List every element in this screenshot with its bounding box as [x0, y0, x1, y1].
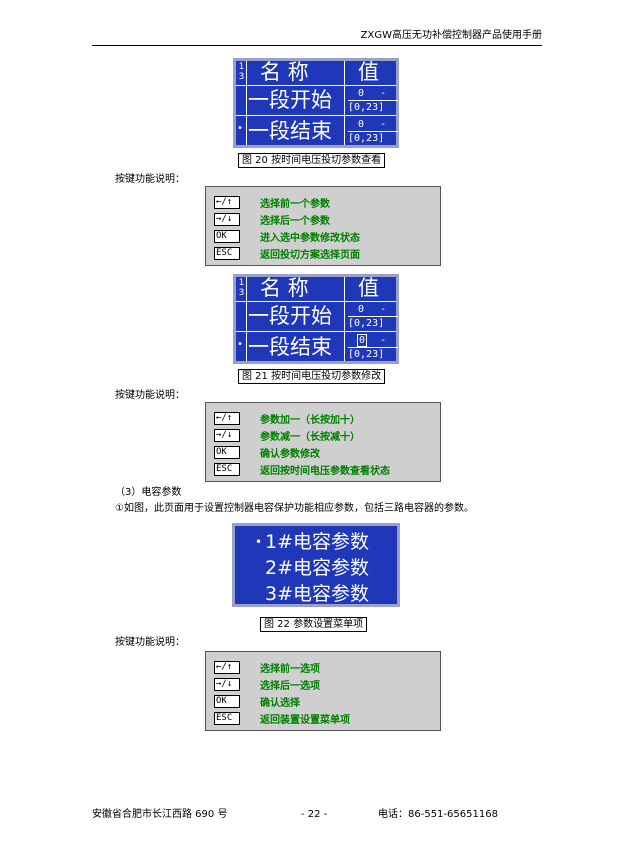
key-description: 进入选中参数修改状态 — [260, 232, 360, 244]
row-pointer: • — [237, 123, 243, 134]
param-name: 一段结束 — [248, 119, 332, 143]
footer-phone: 电话：86-551-65651168 — [378, 809, 498, 820]
menu-pointer: • — [255, 535, 263, 549]
key-function-panel: ←/↑ 参数加一（长按加十） →/↓ 参数减一（长按减十） OK 确认参数修改 … — [205, 402, 441, 482]
figure-caption: 图 20 按时间电压投切参数查看 — [238, 153, 386, 168]
left-up-key: ←/↑ — [214, 660, 240, 674]
left-up-key: ←/↑ — [214, 195, 240, 209]
ok-key: OK — [214, 445, 240, 459]
divider — [236, 115, 396, 116]
menu-item-capacitor-2: 2#电容参数 — [265, 557, 370, 579]
key-description: 参数加一（长按加十） — [260, 414, 360, 426]
right-down-key: →/↓ — [214, 677, 240, 691]
ok-key: OK — [214, 229, 240, 243]
page-header: ZXGW高压无功补偿控制器产品使用手册 — [92, 30, 542, 46]
key-row: OK 进入选中参数修改状态 — [214, 229, 360, 244]
footer-address: 安徽省合肥市长江西路 690 号 — [92, 809, 228, 820]
key-function-label: 按键功能说明： — [115, 390, 185, 401]
param-range: [0,23] — [348, 133, 385, 144]
column-header-name: 名 称 — [260, 276, 309, 300]
divider — [348, 347, 398, 348]
menu-item-capacitor-3: 3#电容参数 — [265, 583, 370, 605]
param-unit: - — [380, 335, 387, 346]
divider — [344, 61, 345, 145]
figure-caption: 图 22 参数设置菜单项 — [260, 617, 368, 632]
param-range: [0,23] — [348, 318, 385, 329]
right-down-key: →/↓ — [214, 212, 240, 226]
key-function-panel: ←/↑ 选择前一选项 →/↓ 选择后一选项 OK 确认选择 ESC 返回装置设置… — [205, 651, 441, 731]
footer-page-number: - 22 - — [301, 809, 328, 820]
column-header-name: 名 称 — [260, 60, 309, 84]
divider — [348, 316, 398, 317]
key-row: ←/↑ 选择前一个参数 — [214, 195, 330, 210]
key-row: →/↓ 选择后一选项 — [214, 677, 320, 692]
section-paragraph: ①如图，此页面用于设置控制器电容保护功能相应参数，包括三路电容器的参数。 — [115, 503, 474, 514]
ok-key: OK — [214, 694, 240, 708]
left-up-key: ←/↑ — [214, 411, 240, 425]
param-value: 0 — [358, 304, 365, 315]
param-unit: - — [380, 88, 387, 99]
param-unit: - — [380, 304, 387, 315]
row-pointer: • — [237, 339, 243, 350]
key-description: 确认选择 — [260, 697, 300, 709]
right-down-key: →/↓ — [214, 428, 240, 442]
param-name: 一段开始 — [248, 304, 332, 328]
divider — [246, 277, 247, 361]
figure-caption: 图 21 按时间电压投切参数修改 — [238, 369, 386, 384]
column-header-value: 值 — [358, 60, 379, 84]
page-indicator-top: 1 — [238, 62, 245, 72]
key-row: ESC 返回投切方案选择页面 — [214, 246, 360, 261]
key-description: 返回按时间电压参数查看状态 — [260, 465, 390, 477]
param-unit: - — [380, 119, 387, 130]
section-heading: （3）电容参数 — [115, 487, 182, 498]
divider — [236, 301, 396, 302]
key-row: ESC 返回装置设置菜单项 — [214, 711, 350, 726]
param-value: 0 — [358, 119, 365, 130]
key-description: 选择后一个参数 — [260, 215, 330, 227]
key-description: 返回投切方案选择页面 — [260, 249, 360, 261]
column-header-value: 值 — [358, 276, 379, 300]
key-description: 确认参数修改 — [260, 448, 320, 460]
key-function-label: 按键功能说明： — [115, 637, 185, 648]
key-description: 选择后一选项 — [260, 680, 320, 692]
lcd-menu-fig22: • 1#电容参数 2#电容参数 3#电容参数 — [232, 523, 400, 607]
divider — [236, 85, 396, 86]
esc-key: ESC — [214, 462, 240, 476]
key-row: ESC 返回按时间电压参数查看状态 — [214, 462, 390, 477]
lcd-screen-fig20: 1 3 名 称 值 一段开始 0 - [0,23] • 一段结束 0 - [0,… — [233, 58, 399, 148]
param-range: [0,23] — [348, 349, 385, 360]
key-function-label: 按键功能说明： — [115, 174, 185, 185]
param-range: [0,23] — [348, 102, 385, 113]
menu-item-capacitor-1: 1#电容参数 — [265, 531, 370, 553]
esc-key: ESC — [214, 711, 240, 725]
key-row: OK 确认选择 — [214, 694, 300, 709]
key-description: 参数减一（长按减十） — [260, 431, 360, 443]
manual-title: ZXGW高压无功补偿控制器产品使用手册 — [360, 30, 542, 41]
param-value-editing: 0 — [357, 334, 368, 347]
key-row: OK 确认参数修改 — [214, 445, 320, 460]
key-row: ←/↑ 参数加一（长按加十） — [214, 411, 360, 426]
key-description: 选择前一个参数 — [260, 198, 330, 210]
key-description: 返回装置设置菜单项 — [260, 714, 350, 726]
param-name: 一段开始 — [248, 88, 332, 112]
param-name: 一段结束 — [248, 335, 332, 359]
page-indicator-bottom: 3 — [238, 72, 245, 82]
key-function-panel: ←/↑ 选择前一个参数 →/↓ 选择后一个参数 OK 进入选中参数修改状态 ES… — [205, 186, 441, 266]
esc-key: ESC — [214, 246, 240, 260]
divider — [348, 131, 398, 132]
key-row: ←/↑ 选择前一选项 — [214, 660, 320, 675]
lcd-screen-fig21: 1 3 名 称 值 一段开始 0 - [0,23] • 一段结束 0 - [0,… — [233, 274, 399, 364]
param-value: 0 — [358, 88, 365, 99]
divider — [348, 100, 398, 101]
key-description: 选择前一选项 — [260, 663, 320, 675]
divider — [344, 277, 345, 361]
divider — [236, 331, 396, 332]
key-row: →/↓ 选择后一个参数 — [214, 212, 330, 227]
page-indicator-bottom: 3 — [238, 288, 245, 298]
page-indicator-top: 1 — [238, 278, 245, 288]
key-row: →/↓ 参数减一（长按减十） — [214, 428, 360, 443]
divider — [246, 61, 247, 145]
